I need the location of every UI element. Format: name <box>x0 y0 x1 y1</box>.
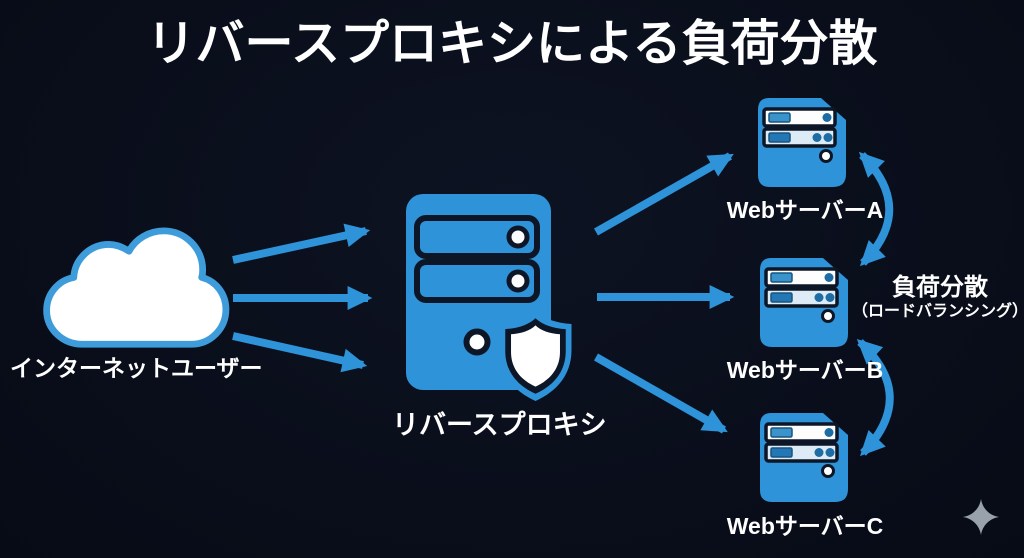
web-server-b-label: WebサーバーB <box>726 357 884 383</box>
web-server-a-icon <box>755 96 849 190</box>
reverse-proxy-label: リバースプロキシ <box>392 410 607 440</box>
cloud-shape <box>43 227 230 348</box>
proxy-bay-2-led <box>506 269 530 293</box>
proxy-power-led <box>463 328 491 356</box>
proxy-bay-1 <box>414 215 540 259</box>
cloud-icon <box>43 227 230 348</box>
arrow-users-to-proxy-1 <box>232 223 371 264</box>
web-server-c-icon <box>757 411 851 505</box>
diagram-title: リバースプロキシによる負荷分散 <box>146 17 878 71</box>
load-balancing-subtitle: （ロードバランシング） <box>851 303 1024 320</box>
reverse-proxy-icon <box>406 194 572 401</box>
load-balancing-title: 負荷分散 <box>892 274 988 301</box>
proxy-bay-1-led <box>506 225 530 249</box>
internet-users-label: インターネットユーザー <box>10 355 263 381</box>
shield-icon <box>499 311 572 401</box>
web-server-a-label: WebサーバーA <box>726 197 884 223</box>
web-server-c-label: WebサーバーC <box>726 513 884 539</box>
sparkle-icon <box>962 498 1000 536</box>
proxy-bay-2 <box>414 259 540 303</box>
